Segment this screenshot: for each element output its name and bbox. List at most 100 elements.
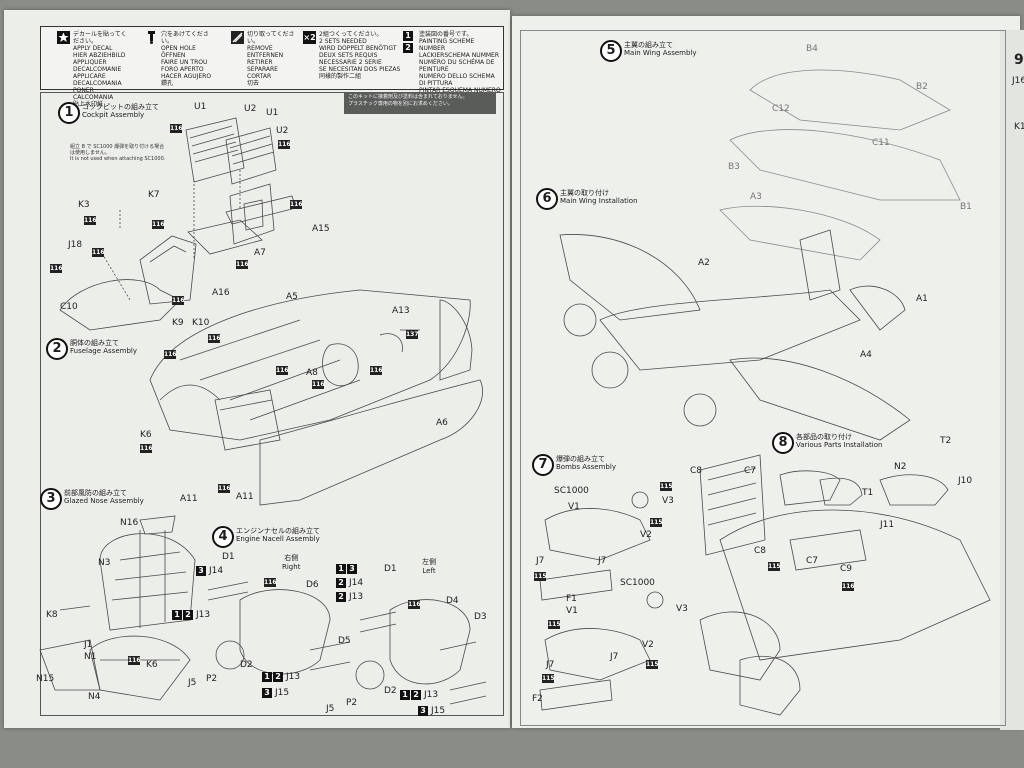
left-instruction-page xyxy=(4,10,510,728)
part-label: N2 xyxy=(894,462,907,472)
part-number-tag: 116 xyxy=(312,380,325,389)
rear-gunner-drawing xyxy=(214,389,281,451)
part-label: A15 xyxy=(312,224,330,234)
part-label: A5 xyxy=(286,292,298,302)
symbol-legend: デカールを貼ってください。 APPLY DECAL HIER ABZIEHBIL… xyxy=(40,26,504,108)
adhesive-warning: このキットに接着剤及び塗料は含まれておりません。 プラスチック専用の物を別にお求… xyxy=(344,92,496,114)
part-label: A4 xyxy=(860,350,872,360)
part-number-tag: 116 xyxy=(276,366,289,375)
part-number-tag: 116 xyxy=(172,296,185,305)
tail-fin-drawing xyxy=(439,299,473,381)
seat-back-drawing xyxy=(185,117,277,185)
left-side-label: 左側 Left xyxy=(422,558,436,575)
part-label: A7 xyxy=(254,248,266,258)
step-title-jp: 胴体の組み立て xyxy=(70,339,119,347)
part-label: T1 xyxy=(862,488,874,498)
part-label: C8 xyxy=(754,546,767,556)
part-number-tag: 116 xyxy=(264,578,277,587)
part-label: J7 xyxy=(536,556,545,566)
part-label: A11 xyxy=(180,494,198,504)
bomb-rack-2-drawing xyxy=(539,679,613,711)
part-label: N4 xyxy=(88,692,101,702)
edge-label: K1 xyxy=(1014,122,1024,132)
fuselage-half-drawing xyxy=(149,289,471,441)
part-label: P2 xyxy=(206,674,218,684)
left-nacelle-drawing xyxy=(389,599,471,685)
part-number-tag: 116 xyxy=(278,140,291,149)
step-title-en: Glazed Nose Assembly xyxy=(64,497,144,505)
step-title-jp: コックピットの組み立て xyxy=(82,103,159,111)
part-label: A11 xyxy=(236,492,254,502)
part-label: C11 xyxy=(872,138,890,148)
edge-label: J16 xyxy=(1012,76,1024,86)
engine-left-drawing xyxy=(563,303,597,337)
part-label: J10 xyxy=(958,476,973,486)
part-label: N15 xyxy=(36,674,55,684)
right-steps-frame xyxy=(520,30,1006,726)
part-label: K10 xyxy=(192,318,210,328)
legend-paint-scheme-text: 塗装図の番号です。 PAINTING SCHEME NUMBER LACKIER… xyxy=(419,31,501,101)
part-label: C7 xyxy=(806,556,819,566)
part-label: K3 xyxy=(78,200,90,210)
step-title-jp: 爆弾の組み立て xyxy=(556,455,605,463)
part-number-tag: 116 xyxy=(92,248,105,257)
part-number-tag: 116 xyxy=(208,334,221,343)
step-title-en: Main Wing Assembly xyxy=(624,49,697,57)
part-label: A3 xyxy=(750,192,762,202)
part-number-tag: 115 xyxy=(768,562,781,571)
part-label: U2 xyxy=(276,126,289,136)
part-label: C12 xyxy=(772,104,790,114)
part-label: SC1000 xyxy=(554,486,589,496)
part-number-tag: 116 xyxy=(84,216,97,225)
part-number-tag: 116 xyxy=(218,484,231,493)
part-label: C10 xyxy=(60,302,78,312)
step-number: 6 xyxy=(536,188,558,210)
part-label: V3 xyxy=(676,604,688,614)
bomb-bay-drawing xyxy=(789,529,867,571)
edge-step-number: 9 xyxy=(1014,52,1024,68)
part-number-tag: 115 xyxy=(650,518,663,527)
part-label: V2 xyxy=(642,640,654,650)
step-number: 4 xyxy=(212,526,234,548)
main-fuselage-drawing xyxy=(599,289,861,371)
cockpit-floor-drawing xyxy=(59,279,181,331)
engine-under-drawing xyxy=(699,611,781,681)
decal-star-icon xyxy=(57,31,70,44)
bomb-rack-1-drawing xyxy=(539,569,613,601)
part-number-tag: 115 xyxy=(646,660,659,669)
part-number-tag: 115 xyxy=(542,674,555,683)
part-label: K6 xyxy=(140,430,152,440)
wing-flap-drawing xyxy=(719,205,881,261)
right-wing-drawing xyxy=(729,357,911,441)
part-number-tag: 116 xyxy=(152,220,165,229)
part-label: D6 xyxy=(306,580,319,590)
part-number-tag: 116 xyxy=(370,366,383,375)
left-steps-frame xyxy=(40,92,504,716)
part-label: K7 xyxy=(148,190,160,200)
hatch-part-drawing xyxy=(322,343,359,387)
part-label: P2 xyxy=(346,698,358,708)
bomb-2-drawing xyxy=(544,628,651,681)
step-title-en: Cockpit Assembly xyxy=(82,111,145,119)
part-label: V1 xyxy=(566,606,578,616)
part-number-tag: 116 xyxy=(842,582,855,591)
part-label: N1 xyxy=(84,652,97,662)
gun-pods-drawing xyxy=(779,470,863,506)
floor-plate-drawing xyxy=(187,219,263,255)
part-number-tag: 115 xyxy=(548,620,561,629)
seat-frame-drawing xyxy=(229,183,275,245)
step-title-jp: 前部風防の組み立て xyxy=(64,489,127,497)
part-number-tag: 137 xyxy=(406,330,419,339)
part-number-tag: 116 xyxy=(164,350,177,359)
part-label: J7 xyxy=(610,652,619,662)
part-label: A2 xyxy=(698,258,710,268)
legend-remove-text: 切り取ってください。 REMOVE ENTFERNEN RETIRER SEPA… xyxy=(247,31,295,87)
part-label: F2 xyxy=(532,694,543,704)
x2-icon: ×2 xyxy=(303,31,316,44)
